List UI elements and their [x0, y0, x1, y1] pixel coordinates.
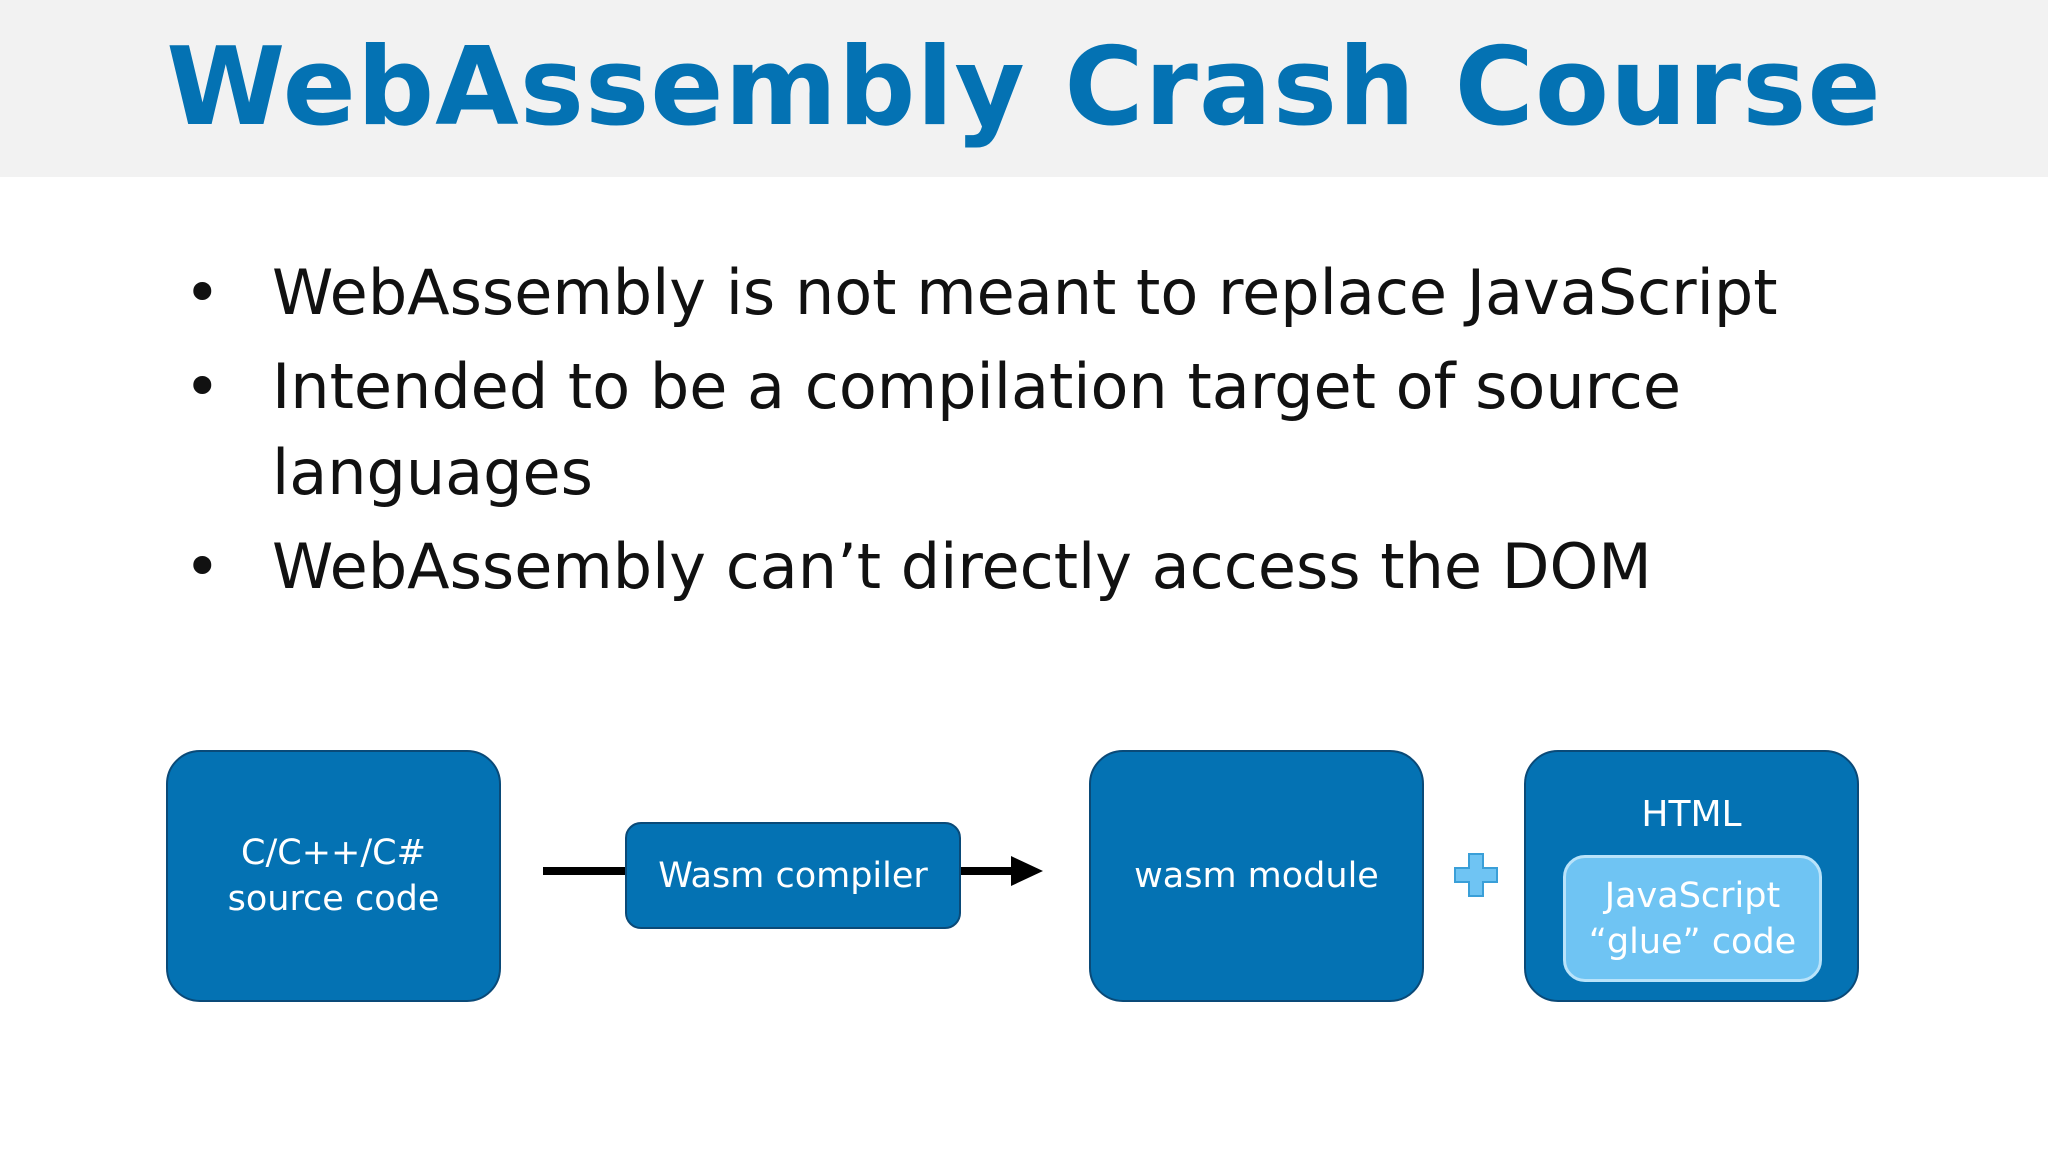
- bullet-dot-icon: •: [184, 350, 221, 423]
- source-code-box: C/C++/C# source code: [166, 750, 501, 1002]
- javascript-glue-box: JavaScript “glue” code: [1563, 855, 1822, 982]
- bullet-list: • WebAssembly is not meant to replace Ja…: [178, 250, 1878, 618]
- bullet-item: • WebAssembly is not meant to replace Ja…: [178, 250, 1878, 336]
- title-bar: WebAssembly Crash Course: [0, 0, 2048, 177]
- wasm-compiler-label: Wasm compiler: [658, 855, 928, 896]
- bullet-text: WebAssembly can’t directly access the DO…: [272, 530, 1652, 603]
- wasm-module-label: wasm module: [1134, 856, 1379, 896]
- arrow-head-icon: [1011, 856, 1043, 886]
- bullet-item: • Intended to be a compilation target of…: [178, 344, 1878, 516]
- wasm-module-box: wasm module: [1089, 750, 1424, 1002]
- plus-icon: [1454, 853, 1498, 897]
- bullet-text: WebAssembly is not meant to replace Java…: [272, 256, 1778, 329]
- bullet-text: Intended to be a compilation target of s…: [272, 350, 1682, 509]
- bullet-item: • WebAssembly can’t directly access the …: [178, 524, 1878, 610]
- bullet-dot-icon: •: [184, 256, 221, 329]
- html-label: HTML: [1641, 794, 1742, 835]
- bullet-dot-icon: •: [184, 530, 221, 603]
- connector-line-left: [543, 867, 625, 875]
- connector-line-right: [961, 867, 1011, 875]
- html-box: HTML JavaScript “glue” code: [1524, 750, 1859, 1002]
- source-code-label: C/C++/C# source code: [227, 833, 440, 919]
- wasm-compiler-box: Wasm compiler: [625, 822, 961, 929]
- slide-title: WebAssembly Crash Course: [166, 25, 1882, 150]
